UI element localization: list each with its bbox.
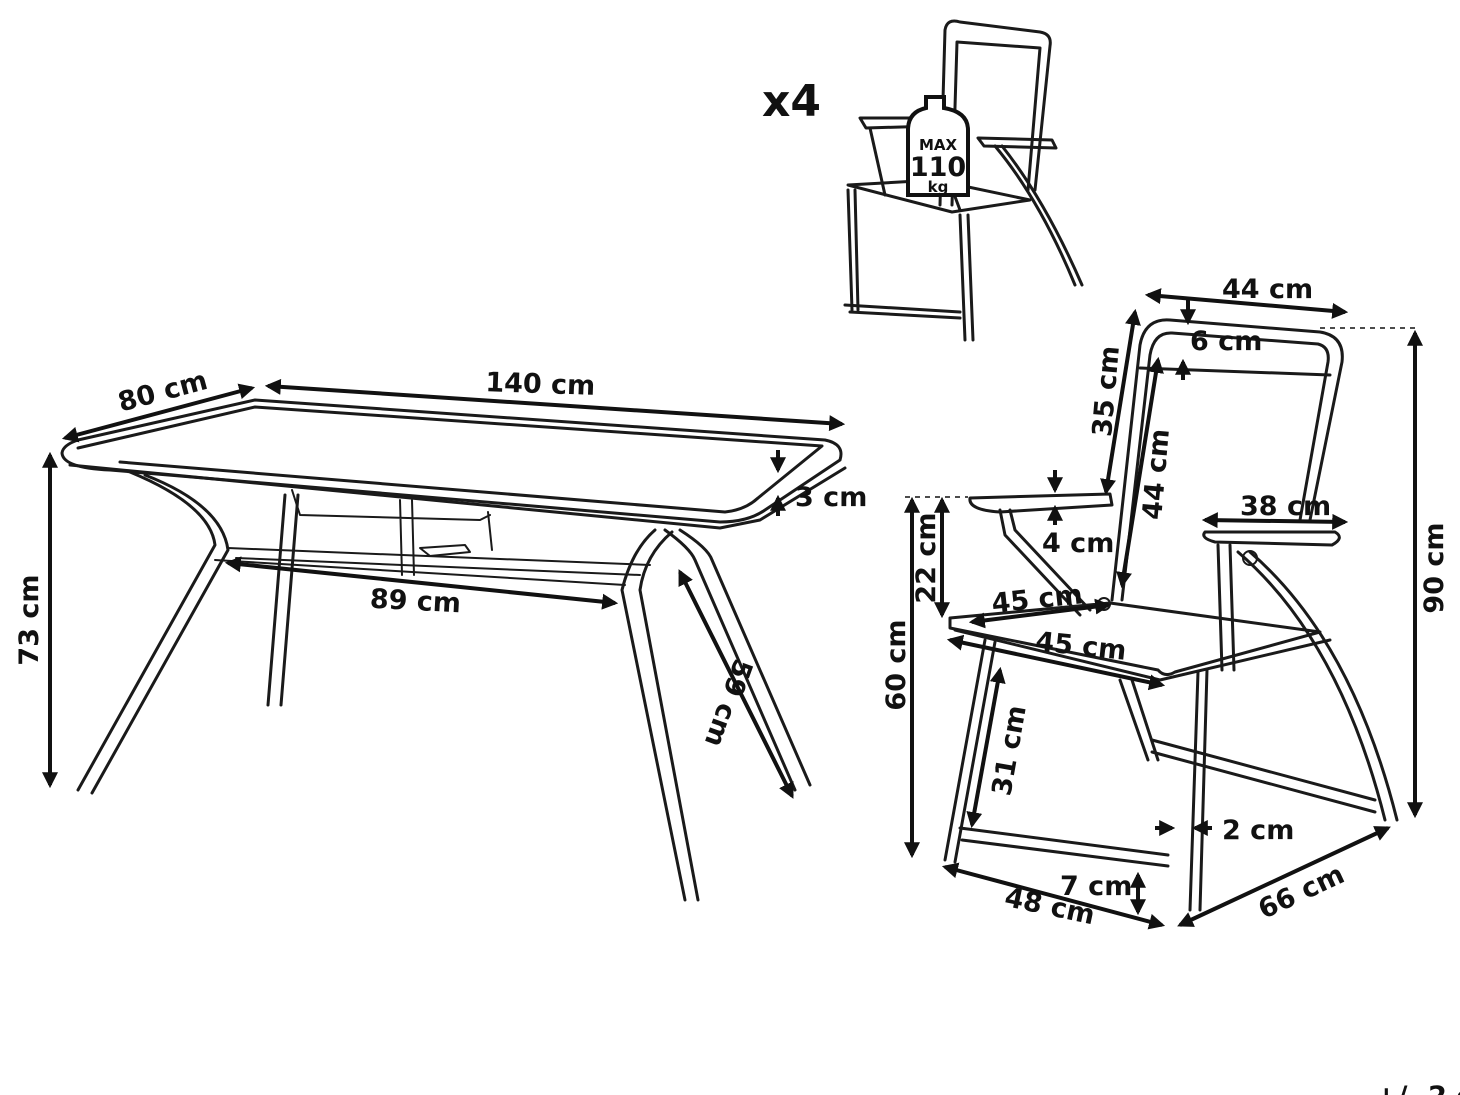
corner-tolerance-text: +/- 2 c [1375, 1081, 1460, 1095]
chair-total-height-label: 90 cm [1419, 522, 1450, 613]
chair-top-rail-label: 6 cm [1190, 326, 1262, 357]
weight-icon: MAX 110 kg [906, 95, 970, 197]
table-length-label: 140 cm [485, 367, 596, 402]
chair-tube-label: 2 cm [1222, 815, 1294, 846]
quantity-label: x4 [762, 76, 821, 127]
table-dimension-lines [42, 378, 846, 799]
chair-back-height-label: 44 cm [1137, 428, 1176, 521]
chair-armrest-thickness-label: 4 cm [1042, 528, 1114, 559]
chair-back-width-label: 44 cm [1222, 274, 1313, 305]
max-load-value: 110 [910, 152, 966, 183]
chair-armrest-gap-label: 22 cm [911, 512, 942, 603]
chair-foot-height-label: 7 cm [1060, 871, 1132, 902]
chair-seat-height-label: 60 cm [881, 619, 912, 710]
table-leg-depth-label: 59 cm [698, 655, 758, 751]
chair-armrest-length-label: 38 cm [1240, 491, 1331, 522]
table-inner-length-label: 89 cm [369, 584, 462, 620]
chair-seat-width-label: 45 cm [990, 579, 1084, 619]
table-illustration [60, 398, 847, 902]
max-load-top: MAX [919, 136, 958, 154]
table-top-thickness-label: 3 cm [795, 482, 867, 513]
table-height-label: 73 cm [14, 574, 45, 665]
chair-back-upper-label: 35 cm [1087, 345, 1126, 438]
max-load-unit: kg [928, 178, 949, 196]
chair-dimension-lines [904, 288, 1423, 930]
